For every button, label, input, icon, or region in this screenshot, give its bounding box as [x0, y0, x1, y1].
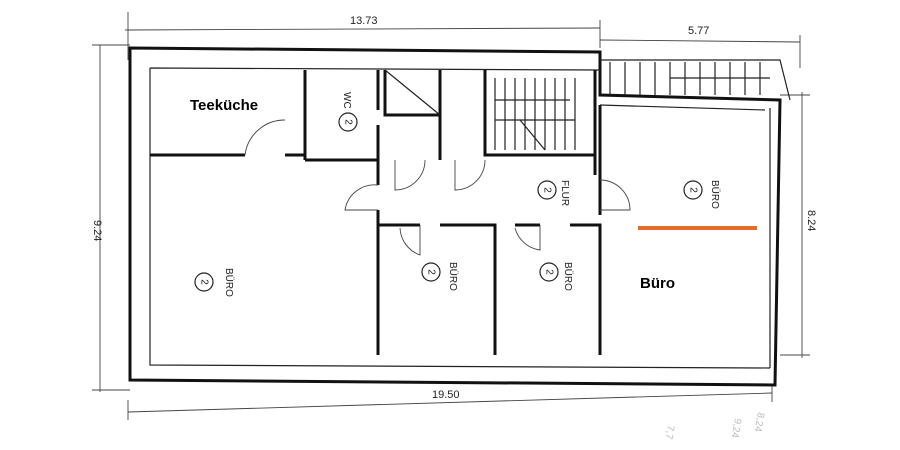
room-label-buero-mid2: BÜRO	[562, 262, 574, 291]
svg-text:2: 2	[343, 119, 354, 125]
room-label-buero-right: BÜRO	[709, 180, 721, 209]
room-label-teekueche: Teeküche	[190, 97, 258, 114]
dimension-lines	[92, 12, 810, 420]
dimension-bottom: 19.50	[432, 389, 460, 401]
room-number-badge: 2	[537, 180, 557, 200]
room-label-flur: FLUR	[559, 180, 570, 206]
svg-text:2: 2	[688, 187, 699, 193]
dimension-left: 9.24	[91, 220, 103, 241]
dimension-top-left: 13.73	[350, 15, 378, 27]
dimension-right: 8.24	[805, 210, 817, 231]
svg-text:2: 2	[544, 269, 555, 275]
staircase	[384, 62, 770, 151]
room-label-wc: WC	[341, 92, 352, 109]
note-9-24: 9,24	[729, 417, 743, 439]
svg-text:2: 2	[199, 279, 210, 285]
svg-text:2: 2	[542, 187, 553, 193]
door-swings	[244, 119, 631, 256]
room-label-buero-left: BÜRO	[223, 268, 235, 297]
outer-walls	[128, 46, 791, 387]
room-label-buero-mid: BÜRO	[447, 262, 459, 291]
room-number-badge: 2	[194, 272, 214, 292]
room-number-badge: 2	[421, 262, 441, 282]
svg-text:2: 2	[426, 269, 437, 275]
dimension-top-right: 5.77	[688, 25, 709, 37]
inner-walls	[150, 70, 766, 355]
room-number-badge: 2	[539, 262, 559, 282]
note-8-24: 8,24	[752, 411, 766, 433]
room-number-badge: 2	[338, 112, 358, 132]
room-number-badge: 2	[683, 180, 703, 200]
note-7: 7,7	[663, 424, 676, 440]
room-highlight-buero: Büro	[640, 275, 675, 292]
